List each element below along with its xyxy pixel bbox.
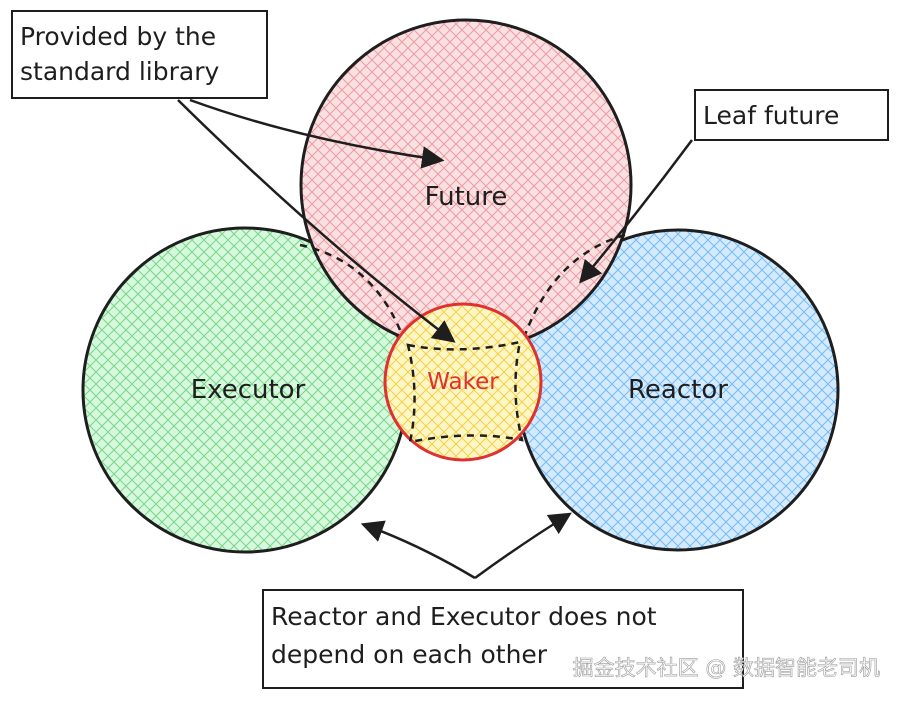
arrow-std-to-waker [177,99,456,343]
reactor-label: Reactor [628,375,728,405]
leaf-future-box [694,89,889,141]
watermark-text: 掘金技术社区 @ 数据智能老司机 [573,656,880,680]
leaf-future-callout: Leaf future [694,89,889,141]
waker-node [383,302,543,462]
independence-callout: Reactor and Executor does not depend on … [262,589,744,689]
arrow-to-reactor [474,512,572,580]
std-library-line1: Provided by the [20,22,216,51]
waker-circle [383,302,543,462]
arrow-std-to-future [189,98,445,169]
future-reactor-overlap-outline [523,233,626,336]
arrow-to-executor [360,520,476,580]
future-executor-overlap-outline [299,243,402,331]
waker-overlap-outline [406,340,524,444]
std-library-callout: Provided by the standard library [11,10,268,99]
executor-label: Executor [191,375,306,405]
std-library-box [11,10,268,99]
independence-line1: Reactor and Executor does not [271,602,657,631]
independence-line2: depend on each other [271,640,548,669]
future-label: Future [425,182,508,212]
reactor-node [516,228,840,552]
waker-label: Waker [427,369,499,395]
executor-node [81,226,409,554]
arrow-leaf-to-overlap [579,139,694,284]
std-library-line2: standard library [20,57,219,86]
leaf-future-text: Leaf future [703,101,839,130]
independence-box [262,589,744,689]
